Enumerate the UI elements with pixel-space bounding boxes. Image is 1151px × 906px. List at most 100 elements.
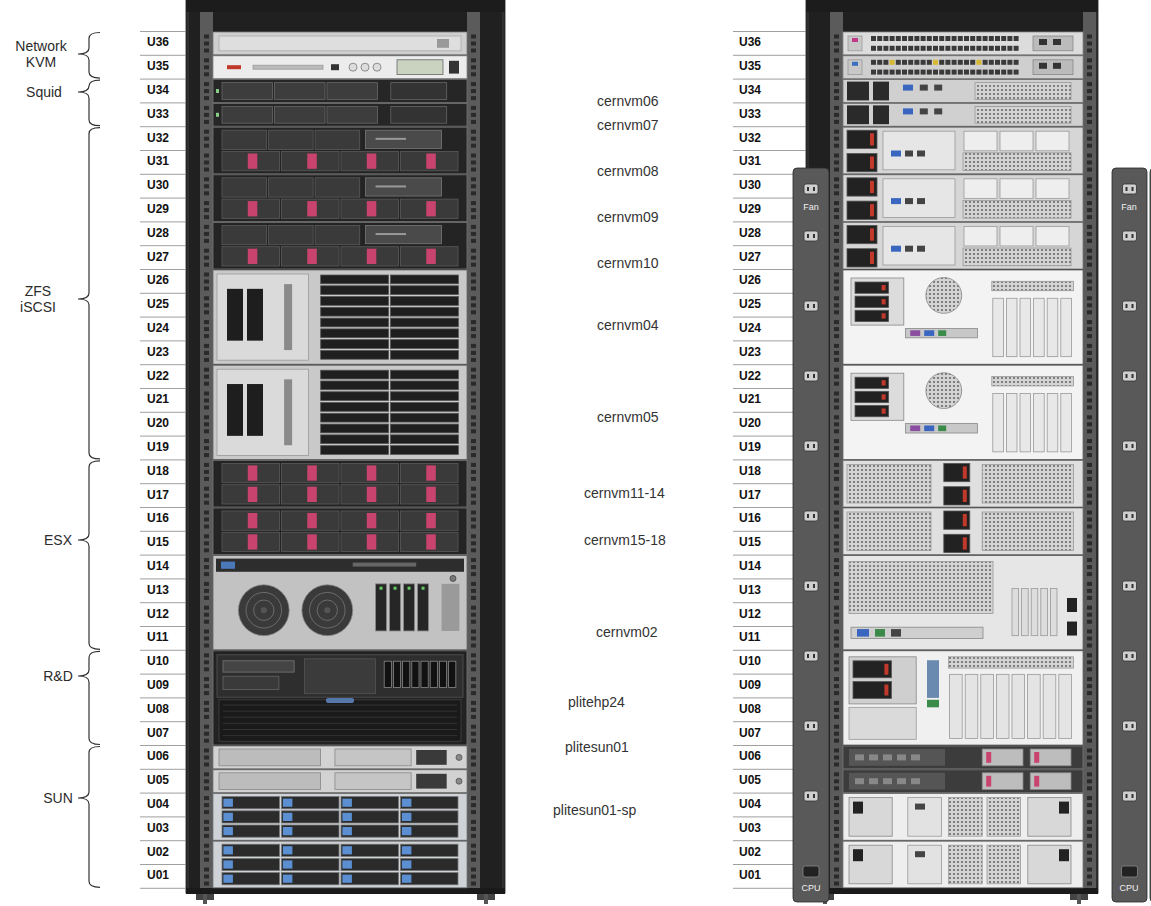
optical-drive bbox=[353, 563, 417, 567]
unit-label: U36 bbox=[147, 36, 169, 50]
rail-hole bbox=[1087, 344, 1092, 348]
drive-bay bbox=[391, 403, 459, 412]
button bbox=[449, 61, 459, 74]
rail-hole bbox=[834, 351, 839, 355]
rail-hole bbox=[834, 113, 839, 117]
vga-port bbox=[891, 246, 901, 252]
rail-hole bbox=[834, 708, 839, 712]
unit-rule bbox=[140, 578, 186, 579]
io-panel bbox=[849, 773, 945, 790]
power-inlet bbox=[853, 849, 863, 861]
drive-bay bbox=[335, 749, 411, 766]
rail-hole bbox=[1087, 422, 1092, 426]
rail-hole bbox=[471, 263, 476, 267]
rail-hole bbox=[471, 96, 476, 100]
rail-hole bbox=[1087, 49, 1092, 53]
pdu-label: Fan bbox=[1121, 202, 1137, 212]
network-port bbox=[1007, 46, 1012, 51]
power-supply bbox=[847, 154, 877, 172]
rail-hole bbox=[471, 596, 476, 600]
rail-hole bbox=[471, 89, 476, 93]
rail-hole bbox=[204, 273, 209, 277]
rail-hole bbox=[834, 470, 839, 474]
rail-hole bbox=[834, 256, 839, 260]
rail-hole bbox=[204, 82, 209, 86]
unit-rule bbox=[140, 626, 186, 627]
drive-bay bbox=[222, 178, 267, 197]
rail-hole bbox=[1087, 732, 1092, 736]
drive-bay bbox=[418, 584, 429, 631]
rail-hole bbox=[834, 137, 839, 141]
rack-device bbox=[213, 794, 467, 841]
power-outlet bbox=[804, 441, 818, 451]
rail-hole bbox=[471, 177, 476, 181]
power-supply bbox=[853, 661, 891, 678]
rail-hole bbox=[204, 429, 209, 433]
rail-hole bbox=[471, 168, 476, 172]
rail-hole bbox=[471, 296, 476, 300]
vent-grille bbox=[982, 464, 1073, 503]
server-back bbox=[843, 508, 1083, 555]
network-port bbox=[945, 60, 950, 65]
drive-tab bbox=[283, 813, 293, 821]
outlet-slot bbox=[813, 304, 815, 308]
rail-hole bbox=[204, 287, 209, 291]
drive-tab bbox=[283, 875, 293, 883]
rail-hole bbox=[471, 477, 476, 481]
drive-bay bbox=[404, 584, 415, 631]
drive-tab bbox=[402, 860, 412, 868]
rail-hole bbox=[204, 653, 209, 657]
drive-bay bbox=[222, 858, 280, 870]
unit-label: U10 bbox=[147, 655, 169, 669]
power-outlet bbox=[804, 301, 818, 311]
unit-label: U08 bbox=[147, 703, 169, 717]
drive-bay bbox=[222, 199, 280, 218]
rail-hole bbox=[204, 691, 209, 695]
pci-slot bbox=[964, 179, 997, 199]
server-back bbox=[843, 651, 1083, 745]
drive-tab bbox=[402, 813, 412, 821]
rack-body bbox=[186, 0, 505, 893]
rail-hole bbox=[1087, 382, 1092, 386]
vga-port bbox=[924, 330, 934, 336]
rail-hole bbox=[471, 72, 476, 76]
rail-hole bbox=[471, 154, 476, 158]
rail-hole bbox=[1087, 406, 1092, 410]
rail-hole bbox=[471, 796, 476, 800]
rail-hole bbox=[471, 65, 476, 69]
rail-hole bbox=[204, 130, 209, 134]
host-label: cernvm07 bbox=[597, 117, 658, 133]
power-inlet bbox=[884, 664, 888, 675]
rail-hole bbox=[204, 525, 209, 529]
drive-bay bbox=[341, 797, 399, 809]
rack-device bbox=[213, 556, 467, 650]
rail-hole bbox=[204, 120, 209, 124]
network-port bbox=[927, 60, 932, 65]
group-brace bbox=[78, 128, 100, 459]
rail-hole bbox=[204, 820, 209, 824]
logo-badge bbox=[326, 698, 354, 703]
unit-label: U31 bbox=[739, 155, 761, 169]
kvm-console bbox=[213, 56, 467, 79]
drive-bay bbox=[282, 825, 340, 837]
drive-bay bbox=[335, 773, 411, 790]
rail-hole bbox=[471, 667, 476, 671]
network-port bbox=[927, 36, 932, 41]
network-port bbox=[1053, 39, 1061, 45]
rack-device bbox=[843, 127, 1083, 174]
unit-label: U07 bbox=[739, 727, 761, 741]
drive-bay bbox=[393, 661, 400, 687]
rail-hole bbox=[834, 368, 839, 372]
rail-hole bbox=[471, 541, 476, 545]
fan bbox=[238, 585, 289, 636]
unit-label: U30 bbox=[147, 179, 169, 193]
outlet-slot bbox=[807, 654, 809, 658]
rail-hole bbox=[471, 882, 476, 886]
network-port bbox=[1007, 36, 1012, 41]
rail-hole bbox=[834, 358, 839, 362]
power-inlet bbox=[870, 133, 874, 145]
network-port bbox=[890, 46, 895, 51]
network-port bbox=[952, 60, 957, 65]
rail-hole bbox=[471, 184, 476, 188]
uplink-module bbox=[1033, 36, 1073, 51]
